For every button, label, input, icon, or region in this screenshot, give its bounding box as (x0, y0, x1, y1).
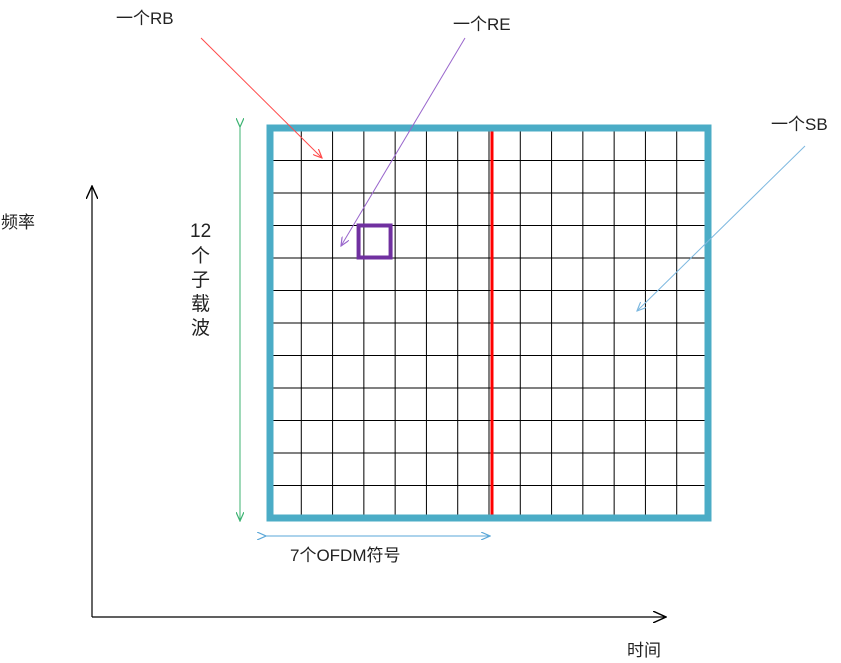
subband-border (266, 124, 712, 522)
rb-arrow (200, 37, 322, 158)
subcarriers-label-line-4: 载 (191, 293, 210, 315)
rb-label: 一个RB (116, 9, 174, 28)
re-arrow (341, 37, 466, 246)
re-label: 一个RE (453, 15, 511, 34)
subcarriers-label-line-5: 波 (191, 317, 210, 339)
frequency-axis-label: 频率 (1, 213, 35, 232)
resource-grid (270, 128, 708, 518)
sb-arrow (637, 145, 806, 311)
sb-label: 一个SB (771, 115, 828, 134)
subcarriers-label-line-2: 个 (191, 245, 210, 267)
resource-element-box (356, 223, 393, 260)
subcarriers-label-line-1: 12 (190, 221, 211, 242)
ofdm-symbols-label: 7个OFDM符号 (290, 546, 401, 565)
subcarriers-label-line-3: 子 (191, 270, 210, 291)
time-axis-label: 时间 (627, 641, 661, 660)
